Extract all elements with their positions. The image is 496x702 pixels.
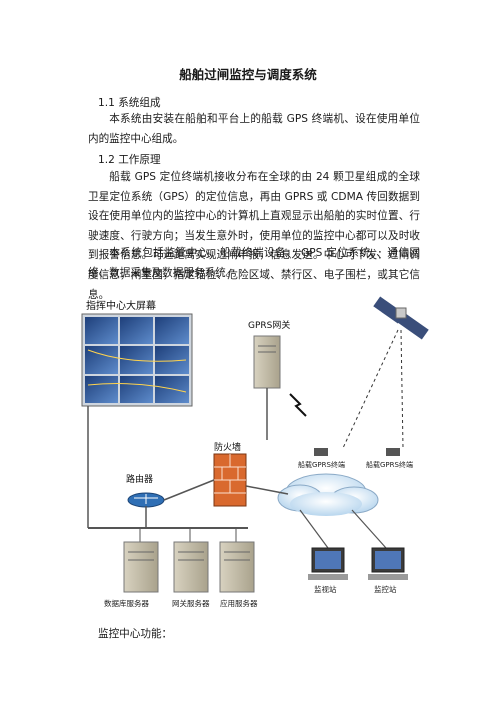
section-heading-1-2: 1.2 工作原理: [98, 154, 161, 166]
big-screen-label: 指挥中心大屏幕: [86, 299, 156, 312]
section-1-2-body-2: 本系统包括监管中心、船载终端设备、 GPS 定位系统、、通信网络、数据采集及数据…: [88, 247, 420, 279]
ship-terminal-2-label: 船载GPRS终端: [366, 460, 413, 469]
ship-terminal-2-icon: [386, 448, 400, 456]
gprs-gateway-label: GPRS网关: [248, 319, 290, 331]
database-server-icon: [123, 541, 159, 593]
monitor-station-1-icon: [308, 547, 348, 580]
section-1-2-body-1: 船载 GPS 定位终端机接收分布在全球的由 24 颗卫星组成的全球卫星定位系统（…: [88, 171, 420, 301]
router-label: 路由器: [126, 473, 153, 485]
figure-caption: 监控中心功能：: [98, 628, 173, 640]
firewall-icon: [213, 453, 247, 507]
application-server-label: 应用服务器: [220, 598, 258, 608]
system-architecture-diagram: 指挥中心大屏幕 GPRS网关 船载GPRS终端 船载GPRS终端 防火墙: [81, 296, 429, 608]
ship-terminal-1-icon: [314, 448, 328, 456]
gateway-server-label: 网关服务器: [172, 598, 210, 608]
monitor-station-2-icon: [368, 547, 408, 580]
monitor-station-1-label: 监视站: [314, 584, 337, 594]
wireless-link-icon: [289, 393, 307, 417]
section-heading-1-1: 1.1 系统组成: [98, 97, 161, 109]
application-server-icon: [219, 541, 255, 593]
gprs-gateway-server-icon: [253, 335, 281, 389]
internet-cloud-icon: [277, 473, 379, 516]
ship-terminal-1-label: 船载GPRS终端: [298, 460, 345, 469]
monitor-station-2-label: 监控站: [374, 584, 397, 594]
satellite-icon: [373, 296, 429, 340]
page-title: 船舶过闸监控与调度系统: [179, 67, 317, 82]
router-icon: [127, 492, 165, 508]
database-server-label: 数据库服务器: [104, 598, 149, 608]
section-1-1-body: 本系统由安装在船舶和平台上的船载 GPS 终端机、设在使用单位内的监控中心组成。: [88, 113, 420, 145]
gateway-server-icon: [173, 541, 209, 593]
firewall-label: 防火墙: [214, 441, 241, 453]
big-screen-wall-icon: [81, 313, 193, 407]
